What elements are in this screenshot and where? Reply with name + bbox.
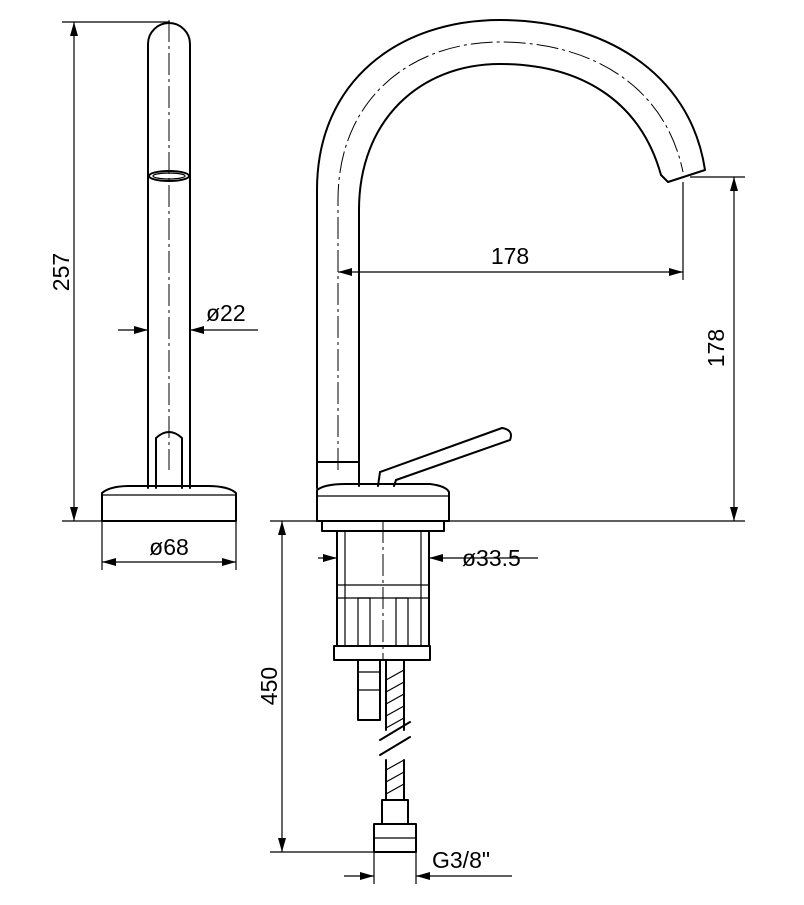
- dim-450-label: 450: [256, 667, 282, 705]
- spout-inner: [358, 63, 662, 463]
- side-base: [101, 485, 237, 522]
- spout-outer: [316, 19, 706, 463]
- front-base: [316, 483, 450, 522]
- dim-22-label: ø22: [206, 300, 246, 326]
- dim-178-v-label: 178: [703, 329, 729, 367]
- spout-centerline: [337, 41, 684, 470]
- mixer-body: [316, 461, 360, 487]
- front-view: 178 178 ø33.5 450 G3/8": [256, 19, 745, 884]
- side-view: 257 ø22 ø68: [48, 20, 258, 570]
- braided-hose: [385, 659, 405, 801]
- dim-178-h-label: 178: [491, 243, 529, 269]
- side-pipe-outline: [147, 22, 191, 489]
- lever-handle: [377, 427, 512, 487]
- hose-fitting: [381, 799, 409, 825]
- dim-33-5-label: ø33.5: [462, 545, 521, 571]
- dim-257-label: 257: [48, 253, 74, 291]
- fixing-nut: [333, 645, 431, 661]
- dim-thread-label: G3/8": [432, 847, 490, 873]
- dim-68-label: ø68: [149, 534, 189, 560]
